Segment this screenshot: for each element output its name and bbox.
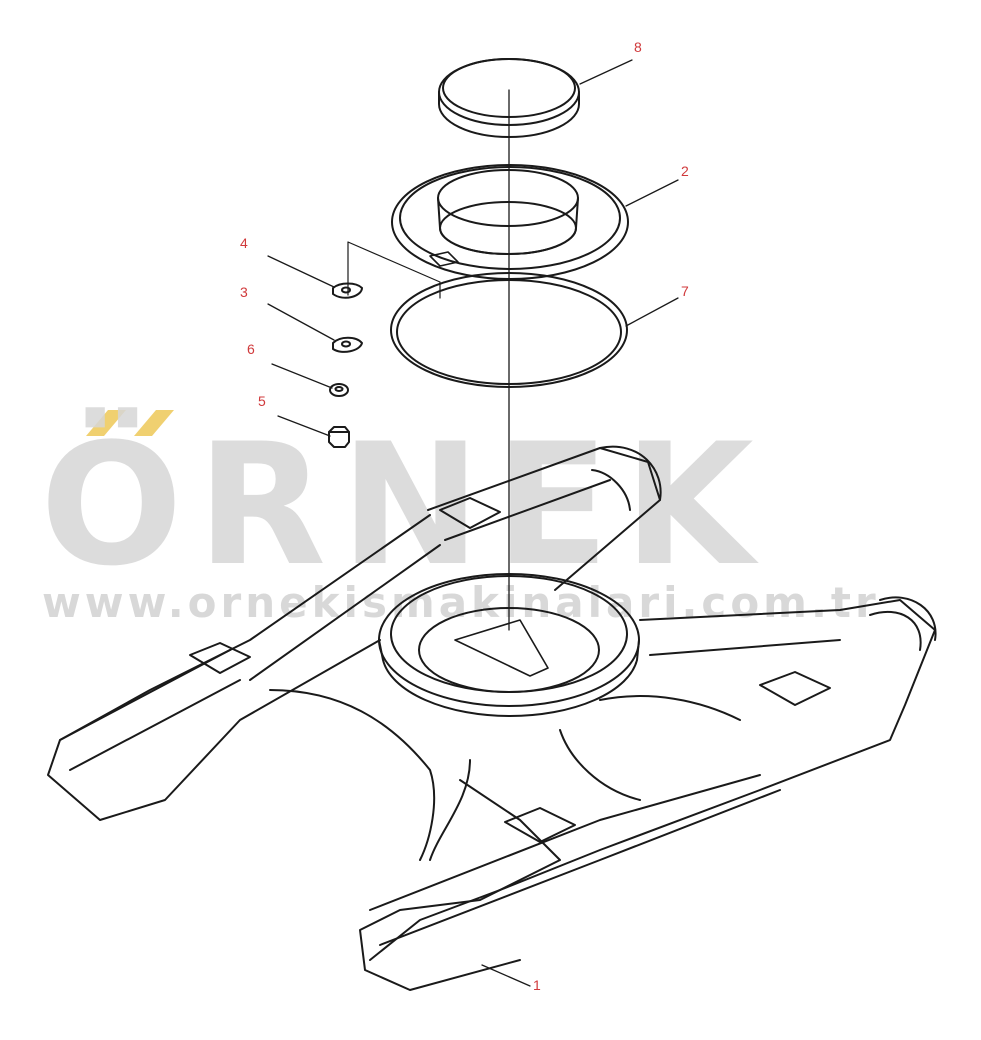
callout-4: 4 bbox=[240, 235, 248, 251]
callout-1: 1 bbox=[533, 977, 541, 993]
callout-3: 3 bbox=[240, 284, 248, 300]
part-8-cover-plate bbox=[438, 58, 580, 138]
leader-5 bbox=[277, 415, 331, 437]
part-2-bearing-flange bbox=[391, 164, 629, 280]
watermark-url: www.ornekismakinalari.com.tr bbox=[42, 578, 880, 627]
callout-2: 2 bbox=[681, 163, 689, 179]
part-5-nut bbox=[328, 426, 350, 448]
leader-8 bbox=[579, 59, 633, 85]
callout-6: 6 bbox=[247, 341, 255, 357]
callout-7: 7 bbox=[681, 283, 689, 299]
callout-8: 8 bbox=[634, 39, 642, 55]
leader-4 bbox=[267, 255, 335, 288]
watermark-umlaut-mark bbox=[86, 410, 174, 436]
part-6-washer bbox=[329, 383, 349, 397]
part-1-track-frame bbox=[47, 445, 937, 991]
leader-2 bbox=[625, 179, 679, 207]
leader-6 bbox=[271, 363, 333, 389]
part-3-shim bbox=[332, 336, 363, 353]
leader-3 bbox=[267, 303, 335, 341]
leader-1 bbox=[481, 964, 531, 987]
leader-7 bbox=[625, 297, 679, 327]
callout-5: 5 bbox=[258, 393, 266, 409]
part-4-plate bbox=[332, 282, 363, 299]
watermark-brand: ÖRNEK bbox=[40, 407, 768, 603]
part-7-o-ring bbox=[390, 272, 628, 388]
bolt-axis-leader bbox=[347, 241, 441, 299]
